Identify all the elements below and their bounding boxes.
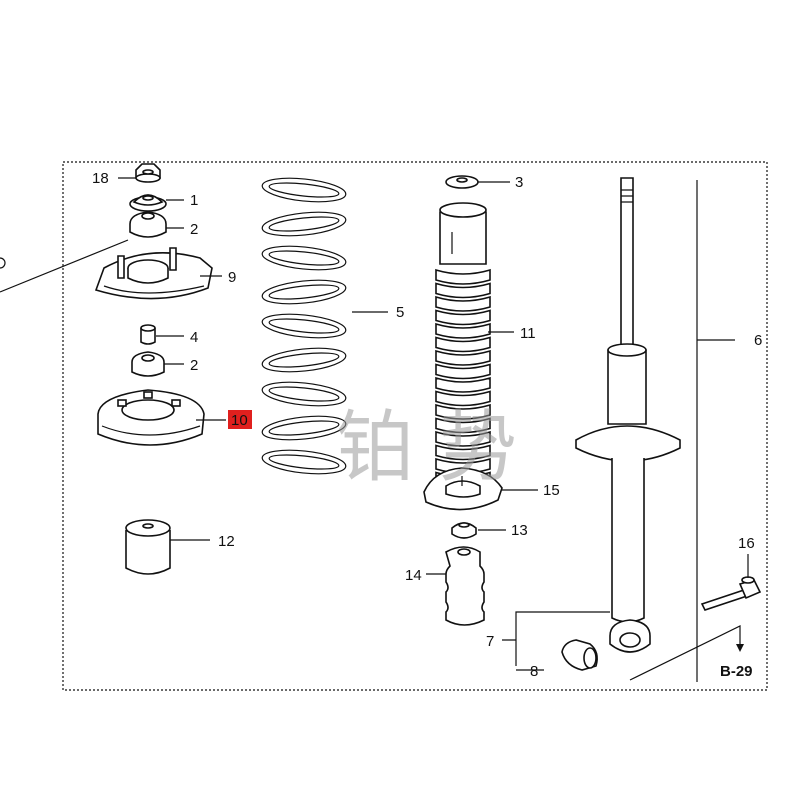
part-6-shock-absorber xyxy=(575,177,681,653)
callout-2-upper: 2 xyxy=(190,221,198,238)
watermark: 铂 势 xyxy=(336,403,517,493)
part-3-washer xyxy=(445,175,479,189)
callout-5: 5 xyxy=(396,304,404,321)
spring-coil xyxy=(261,381,347,407)
spring-coil-inner xyxy=(268,420,340,436)
diagram-frame xyxy=(62,161,768,691)
spring-coil xyxy=(261,279,347,305)
part-11-dust-boot xyxy=(435,202,491,488)
callout-16: 16 xyxy=(738,535,755,552)
callout-1: 1 xyxy=(190,192,198,209)
boot-ridge xyxy=(435,403,491,420)
spring-coil-inner xyxy=(268,386,340,402)
spring-coil-inner xyxy=(268,284,340,300)
callout-7: 7 xyxy=(486,633,494,650)
part-13-bushing xyxy=(451,522,477,539)
callout-8: 8 xyxy=(530,663,538,680)
boot-ridge xyxy=(435,376,491,393)
part-10-spring-insulator xyxy=(97,389,205,446)
boot-ridge xyxy=(435,282,491,299)
spring-coil-inner xyxy=(268,318,340,334)
callout-3: 3 xyxy=(515,174,523,191)
spring-coil-inner xyxy=(268,216,340,232)
boot-ridge xyxy=(435,295,491,312)
callout-15: 15 xyxy=(543,482,560,499)
callout-11: 11 xyxy=(520,325,536,342)
callout-10-highlight xyxy=(228,410,252,429)
spring-coil xyxy=(261,449,347,475)
callout-14: 14 xyxy=(405,567,422,584)
leader-6 xyxy=(696,180,735,682)
spring-coil xyxy=(261,347,347,373)
boot-ridge xyxy=(435,417,491,434)
boot-ridge xyxy=(435,309,491,326)
callout-18: 18 xyxy=(92,170,109,187)
boot-ridge xyxy=(435,430,491,447)
spring-coil-inner xyxy=(268,454,340,470)
leader-b29 xyxy=(629,625,741,681)
part-2-upper-bushing xyxy=(129,211,167,238)
part-16-bolt xyxy=(700,576,762,611)
spring-coil-inner xyxy=(268,352,340,368)
callout-2-lower: 2 xyxy=(190,357,198,374)
boot-ridge xyxy=(435,322,491,339)
callout-9: 9 xyxy=(228,269,236,286)
boot-ridge xyxy=(435,363,491,380)
part-4-collar xyxy=(140,324,156,345)
callout-6: 6 xyxy=(754,332,762,349)
spring-coil xyxy=(261,313,347,339)
part-1-washer xyxy=(129,194,167,212)
boot-ridge xyxy=(435,444,491,461)
spring-coil xyxy=(261,177,347,203)
boot-ridge xyxy=(435,390,491,407)
part-2-lower-bushing xyxy=(131,351,165,377)
callout-10: 10 xyxy=(231,412,248,429)
arrow-b29 xyxy=(736,644,744,652)
partial-callout-left xyxy=(0,257,6,269)
leader-out-left xyxy=(0,239,129,293)
spring-coil xyxy=(261,245,347,271)
boot-ridge xyxy=(435,349,491,366)
boot-ridge xyxy=(435,268,491,285)
spring-coil-inner xyxy=(268,250,340,266)
part-15-spring-seat xyxy=(423,467,503,511)
callout-4: 4 xyxy=(190,329,198,346)
callout-13: 13 xyxy=(511,522,528,539)
spring-coil-inner xyxy=(268,182,340,198)
leader-7 xyxy=(502,611,610,666)
part-5-coil-spring xyxy=(261,177,347,475)
spring-coil xyxy=(261,211,347,237)
callout-12: 12 xyxy=(218,533,235,550)
spring-coil xyxy=(261,415,347,441)
reference-b29: B-29 xyxy=(720,663,753,680)
part-8-bushing xyxy=(561,639,598,671)
boot-ridge xyxy=(435,336,491,353)
part-12-bump-stopper xyxy=(125,519,171,575)
part-18-nut xyxy=(135,163,161,183)
part-14-bump-rubber xyxy=(445,546,485,626)
part-9-upper-mount xyxy=(94,247,213,300)
